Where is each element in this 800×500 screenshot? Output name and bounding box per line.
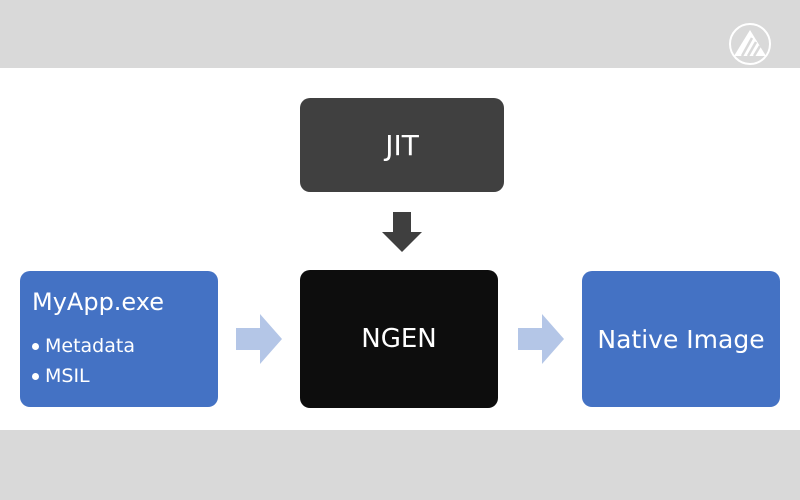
right-arrow-icon: [518, 314, 564, 364]
myapp-item-label: MSIL: [45, 365, 90, 387]
list-item: Metadata: [32, 331, 218, 361]
jit-label: JIT: [385, 128, 419, 162]
ngen-node: NGEN: [300, 270, 498, 408]
native-image-label: Native Image: [597, 324, 765, 354]
bullet-icon: [32, 342, 39, 350]
jit-node: JIT: [300, 98, 504, 192]
myapp-items: Metadata MSIL: [32, 331, 218, 391]
top-band: [0, 0, 800, 68]
triangle-logo-icon: [729, 23, 771, 65]
right-arrow-icon: [236, 314, 282, 364]
down-arrow-icon: [382, 212, 422, 252]
native-image-node: Native Image: [582, 271, 780, 407]
ngen-label: NGEN: [361, 324, 437, 354]
list-item: MSIL: [32, 361, 218, 391]
myapp-title: MyApp.exe: [32, 288, 164, 316]
myapp-item-label: Metadata: [45, 335, 135, 357]
myapp-node: MyApp.exe Metadata MSIL: [20, 271, 218, 407]
bottom-band: [0, 430, 800, 500]
bullet-icon: [32, 372, 39, 380]
